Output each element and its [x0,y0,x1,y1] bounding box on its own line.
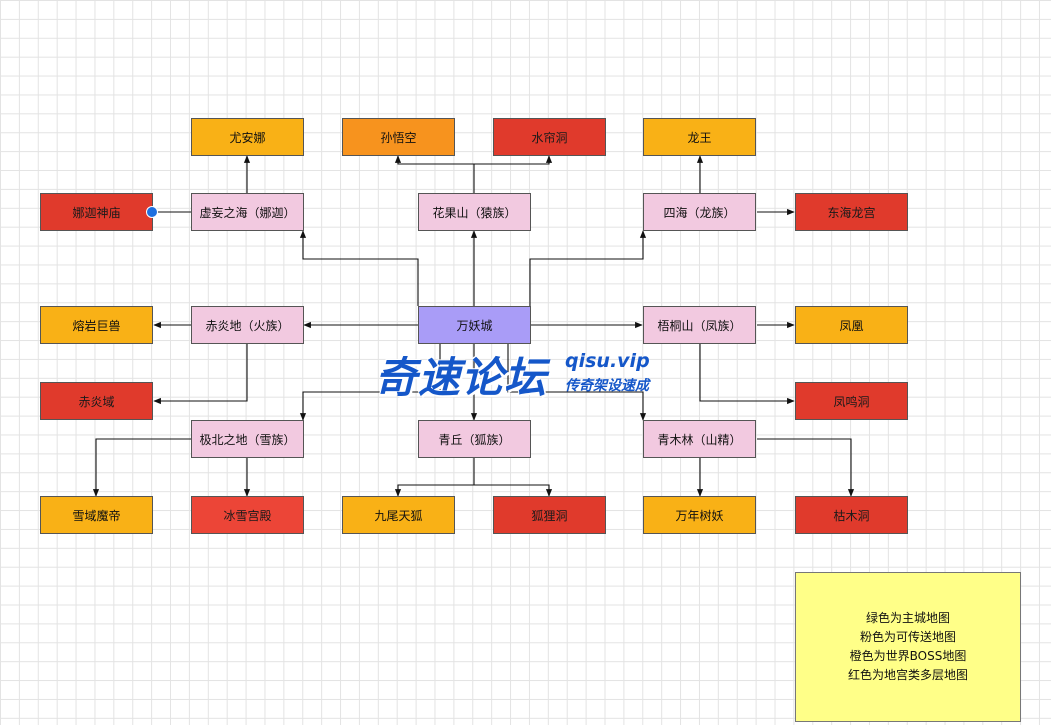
node-qingmu-forest[interactable]: 青木林（山精） [643,420,756,458]
node-longwang[interactable]: 龙王 [643,118,756,156]
connection-anchor-dot[interactable] [146,206,158,218]
edge-wutong-fengming [699,344,795,405]
node-shuilian-cave[interactable]: 水帘洞 [493,118,606,156]
edge-main-sihai [529,230,647,306]
watermark-tagline: 传奇架设速成 [565,378,649,394]
edge-main-xuwang [299,230,419,306]
watermark-site: qisu.vip [565,350,650,372]
legend-line-dungeon: 红色为地宫类多层地图 [847,668,968,682]
node-jibei-land[interactable]: 极北之地（雪族） [191,420,304,458]
node-donghai-palace[interactable]: 东海龙宫 [795,193,908,231]
edge-qingqiu-foxcave [474,484,553,497]
node-fox-cave[interactable]: 狐狸洞 [493,496,606,534]
node-sunwukong[interactable]: 孙悟空 [342,118,455,156]
edge-main-qingmu [507,344,647,421]
node-main-city[interactable]: 万妖城 [418,306,531,344]
node-nine-tail-fox[interactable]: 九尾天狐 [342,496,455,534]
edge-jibei-snowdemon [92,438,191,497]
edge-main-jibei [299,344,441,421]
edge-huaguo-sunwukong [394,155,475,193]
node-fengming-cave[interactable]: 凤鸣洞 [795,382,908,420]
node-youanna[interactable]: 尤安娜 [191,118,304,156]
node-fenghuang[interactable]: 凤凰 [795,306,908,344]
legend-line-main-city: 绿色为主城地图 [865,611,950,625]
edge-huaguo-shuilian [474,155,553,165]
legend-line-teleport: 粉色为可传送地图 [859,630,956,644]
node-xuwang-sea[interactable]: 虚妄之海（娜迦） [191,193,304,231]
node-wutong-mountain[interactable]: 梧桐山（凤族） [643,306,756,344]
node-naga-temple[interactable]: 娜迦神庙 [40,193,153,231]
node-ice-palace[interactable]: 冰雪宫殿 [191,496,304,534]
node-qingqiu[interactable]: 青丘（狐族） [418,420,531,458]
node-chiyan-land[interactable]: 赤炎地（火族） [191,306,304,344]
edge-qingmu-kumu [757,438,855,497]
edge-chiyan-domain [153,344,248,405]
legend-box[interactable]: 绿色为主城地图 粉色为可传送地图 橙色为世界BOSS地图 红色为地宫类多层地图 [795,572,1021,722]
node-kumu-cave[interactable]: 枯木洞 [795,496,908,534]
watermark-title: 奇速论坛 [375,353,548,402]
node-sihai[interactable]: 四海（龙族） [643,193,756,231]
watermark: 奇速论坛 qisu.vip 传奇架设速成 [375,344,675,402]
node-lava-beast[interactable]: 熔岩巨兽 [40,306,153,344]
node-huaguo-mountain[interactable]: 花果山（猿族） [418,193,531,231]
edge-qingqiu-ninetail [394,458,475,497]
node-snow-demon[interactable]: 雪域魔帝 [40,496,153,534]
legend-line-world-boss: 橙色为世界BOSS地图 [849,649,967,663]
node-tree-demon[interactable]: 万年树妖 [643,496,756,534]
node-chiyan-domain[interactable]: 赤炎域 [40,382,153,420]
